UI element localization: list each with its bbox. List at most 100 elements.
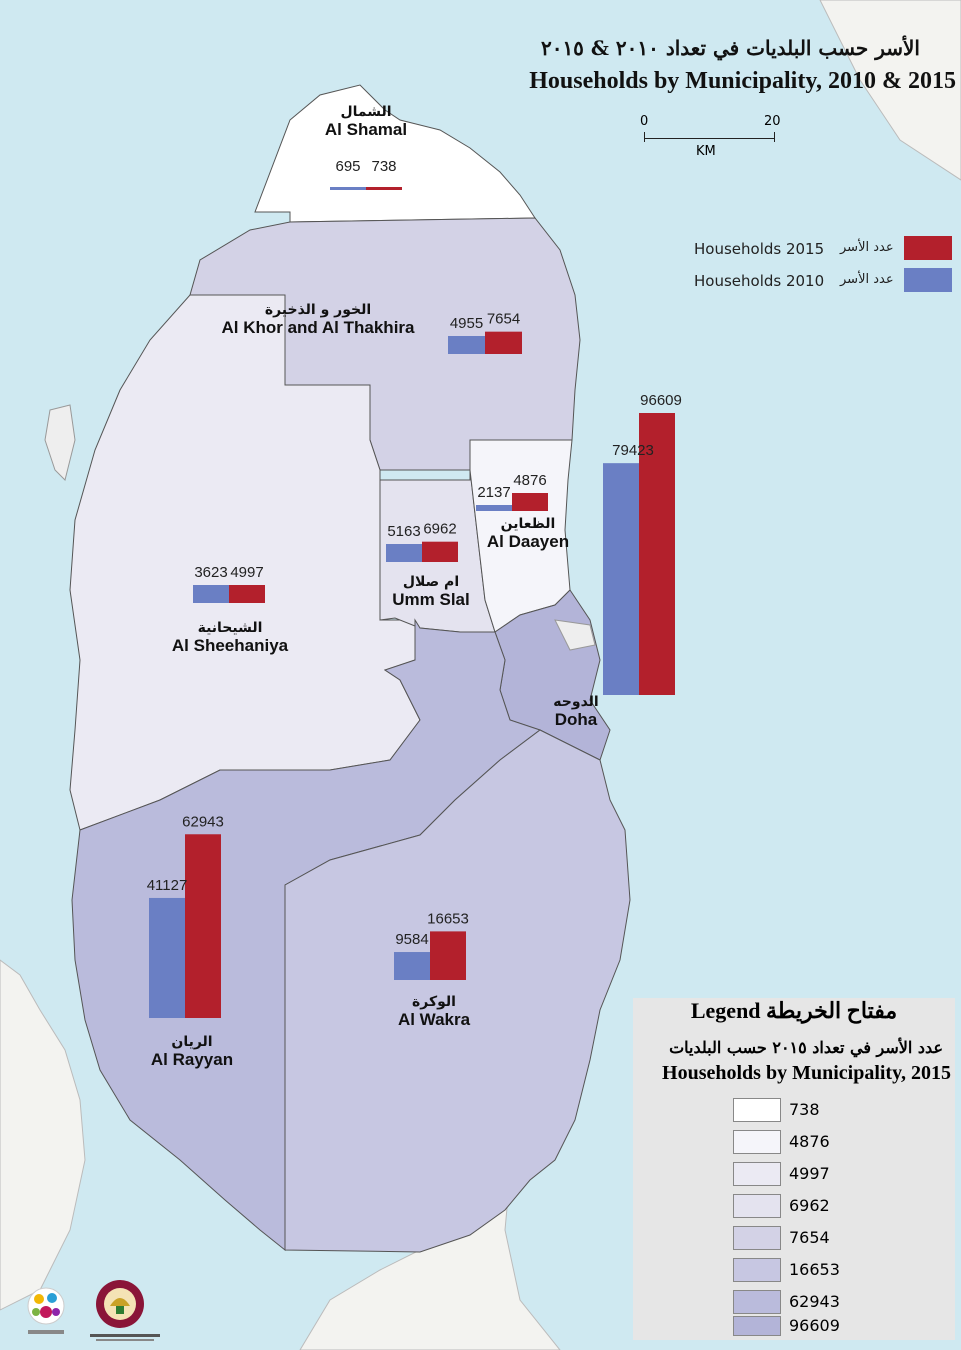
bar-2010-doha <box>603 463 639 695</box>
label-umm-slal: ام صلال Umm Slal <box>384 574 478 610</box>
island-east-doha <box>554 619 596 651</box>
legend-swatch-1 <box>733 1098 781 1122</box>
label-al-rayyan: الريان Al Rayyan <box>142 1034 242 1070</box>
land-outside-bahrain-coast <box>0 959 86 1311</box>
label-al-daayen-ar: الظعاين <box>500 516 556 532</box>
legend-title-en: Legend <box>690 998 761 1023</box>
label-umm-slal-ar: ام صلال <box>402 574 460 590</box>
map-title: Households by Municipality, 2010 & 2015 <box>529 68 956 94</box>
scale-end: 20 <box>764 114 781 129</box>
value-2010-al-sheehaniya: 3623 <box>194 564 227 581</box>
value-2015-umm-slal: 6962 <box>423 521 456 538</box>
label-al-wakra-ar: الوكرة <box>412 994 456 1010</box>
value-2015-al-daayen: 4876 <box>513 472 546 489</box>
legend-value-3: 4997 <box>789 1164 830 1183</box>
land-outside-ne <box>819 0 961 181</box>
legend-subtitle: Households by Municipality, 2015 <box>662 1062 951 1084</box>
legend-swatch-5 <box>733 1226 781 1250</box>
region-al-khor <box>189 217 581 471</box>
bar-2010-al-sheehaniya <box>193 585 229 603</box>
legend-value-6: 16653 <box>789 1260 840 1279</box>
label-umm-slal-en: Umm Slal <box>392 590 470 609</box>
bar-key-2010: Households 2010 عدد الأسر <box>690 268 952 294</box>
value-2010-al-shamal: 695 <box>335 158 360 175</box>
label-al-sheehaniya-en: Al Sheehaniya <box>171 636 289 655</box>
bar-2015-al-wakra <box>430 931 466 980</box>
legend-title-ar: مفتاح الخريطة <box>766 998 898 1023</box>
legend-value-4: 6962 <box>789 1196 830 1215</box>
label-al-rayyan-ar: الريان <box>171 1034 213 1050</box>
bar-key-2010-label-ar: عدد الأسر <box>840 272 894 287</box>
label-doha-en: Doha <box>554 710 598 729</box>
value-2010-al-daayen: 2137 <box>477 484 510 501</box>
value-2010-al-wakra: 9584 <box>395 931 428 948</box>
scale-tick-start <box>644 132 645 142</box>
bar-2015-al-khor <box>485 331 522 354</box>
legend-class-8: 96609 <box>733 1316 933 1338</box>
label-al-khor: الخور و الذخيرة Al Khor and Al Thakhira <box>210 302 426 338</box>
legend-class-1: 738 <box>733 1098 933 1124</box>
bar-2010-al-khor <box>448 336 485 354</box>
legend-class-5: 7654 <box>733 1226 933 1252</box>
label-al-sheehaniya-ar: الشيحانية <box>197 620 263 636</box>
scale-tick-end <box>774 132 775 142</box>
scale-start: 0 <box>640 114 649 129</box>
legend-class-6: 16653 <box>733 1258 933 1284</box>
legend-subtitle-ar: عدد الأسر في تعداد ٢٠١٥ حسب البلديات <box>669 1038 943 1057</box>
bar-key-2015-label: Households 2015 <box>694 240 825 258</box>
label-al-daayen-en: Al Daayen <box>486 532 570 551</box>
value-2015-al-wakra: 16653 <box>427 910 469 927</box>
label-al-shamal-ar: الشمال <box>340 104 392 120</box>
label-al-wakra-en: Al Wakra <box>397 1010 471 1029</box>
legend-value-5: 7654 <box>789 1228 830 1247</box>
legend-value-8: 96609 <box>789 1316 840 1335</box>
qatar-alone-logo <box>27 1287 65 1334</box>
legend-class-3: 4997 <box>733 1162 933 1188</box>
label-al-rayyan-en: Al Rayyan <box>150 1050 234 1069</box>
legend-value-7: 62943 <box>789 1292 840 1311</box>
legend-value-1: 738 <box>789 1100 820 1119</box>
label-al-wakra: الوكرة Al Wakra <box>386 994 482 1030</box>
region-al-rayyan <box>71 618 542 1252</box>
bar-key-2015-label-ar: عدد الأسر <box>840 240 894 255</box>
map-title-arabic: الأسر حسب البلديات في تعداد ٢٠١٠ & ٢٠١٥ <box>540 36 920 60</box>
label-al-khor-en: Al Khor and Al Thakhira <box>221 318 415 337</box>
bar-2010-al-wakra <box>394 952 430 980</box>
scale-bar: 0 20 KM <box>636 114 786 162</box>
bar-2015-al-shamal <box>366 187 402 190</box>
bar-2010-al-shamal <box>330 187 366 190</box>
legend-class-4: 6962 <box>733 1194 933 1220</box>
legend-swatch-3 <box>733 1162 781 1186</box>
bar-2015-al-daayen <box>512 493 548 511</box>
island-west <box>44 404 76 481</box>
value-2015-doha: 96609 <box>640 392 682 409</box>
bar-2015-al-rayyan <box>185 834 221 1018</box>
bar-2010-al-rayyan <box>149 897 185 1018</box>
legend-swatch-8 <box>733 1316 781 1336</box>
ministry-logo <box>90 1280 160 1341</box>
bar-key-2010-swatch <box>904 268 952 292</box>
label-doha: الدوحه Doha <box>546 694 606 730</box>
value-2010-al-khor: 4955 <box>450 315 483 332</box>
legend-panel: Legend مفتاح الخريطة عدد الأسر في تعداد … <box>633 998 955 1340</box>
bar-2010-al-daayen <box>476 505 512 511</box>
label-al-shamal: الشمال Al Shamal <box>316 104 416 140</box>
region-al-shamal <box>254 84 536 223</box>
legend-class-7: 62943 <box>733 1290 933 1316</box>
value-2015-al-sheehaniya: 4997 <box>230 564 263 581</box>
bar-key-2015-swatch <box>904 236 952 260</box>
value-2010-umm-slal: 5163 <box>387 523 420 540</box>
value-2015-al-rayyan: 62943 <box>182 813 224 830</box>
legend-swatch-2 <box>733 1130 781 1154</box>
bar-key-2010-label: Households 2010 <box>694 272 825 290</box>
legend-value-2: 4876 <box>789 1132 830 1151</box>
value-2015-al-shamal: 738 <box>371 158 396 175</box>
value-2010-al-rayyan: 41127 <box>147 877 188 894</box>
bar-2015-al-sheehaniya <box>229 585 265 603</box>
label-al-khor-ar: الخور و الذخيرة <box>264 302 372 318</box>
label-al-shamal-en: Al Shamal <box>324 120 408 139</box>
scale-line <box>644 138 774 139</box>
value-2010-doha: 79423 <box>612 442 654 459</box>
